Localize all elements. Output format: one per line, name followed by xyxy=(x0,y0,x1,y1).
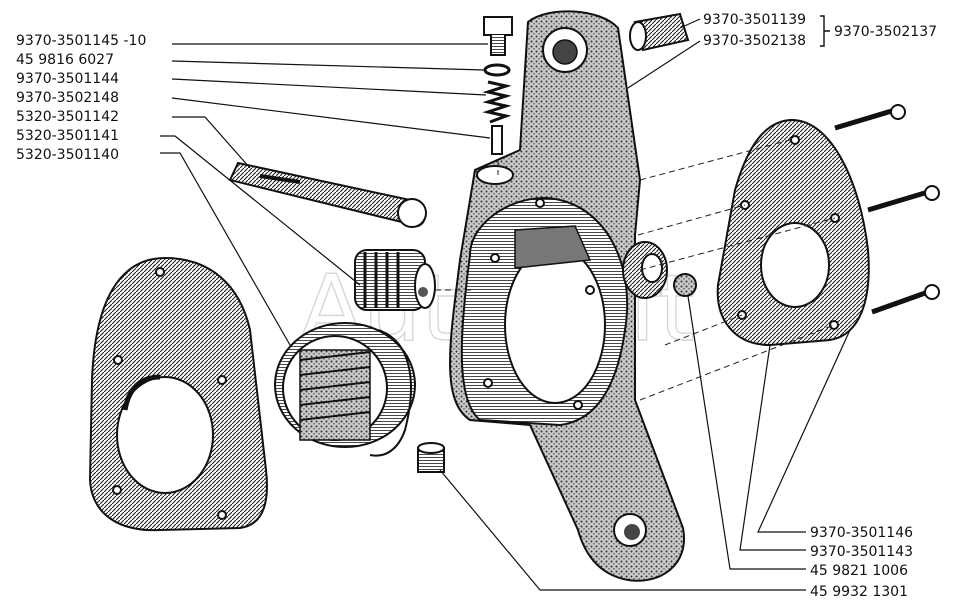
spring xyxy=(482,80,512,124)
part-label: 5320-3501141 xyxy=(16,128,119,144)
labels-top-right: 9370-3501139 9370-3502138 9370-3502137 xyxy=(703,12,937,49)
part-label: 9370-3502148 xyxy=(16,90,119,106)
locking-pin xyxy=(491,125,503,155)
worm-shaft xyxy=(228,161,427,228)
screw-bottom xyxy=(871,284,940,315)
plug xyxy=(417,442,445,473)
part-label: 9370-3501146 xyxy=(810,525,913,541)
washer xyxy=(483,63,511,77)
part-label: 5320-3501142 xyxy=(16,109,119,125)
leader-lines xyxy=(160,15,851,591)
labels-bottom-right: 9370-3501146 9370-3501143 45 9821 1006 4… xyxy=(810,525,913,600)
part-label: 9370-3501143 xyxy=(810,544,913,560)
slack-adjuster-lever-body xyxy=(449,10,686,582)
assembly-dash-lines xyxy=(435,139,836,401)
ball xyxy=(673,273,697,297)
worm-gear-wheel xyxy=(274,322,416,457)
part-label: 5320-3501140 xyxy=(16,147,119,163)
part-label: 45 9821 1006 xyxy=(810,563,908,579)
bushing xyxy=(629,12,690,52)
part-label: 45 9816 6027 xyxy=(16,52,114,68)
worm-gear xyxy=(354,249,436,311)
left-gasket-plate xyxy=(88,256,268,532)
right-gasket-plate xyxy=(716,118,870,347)
part-label: 45 9932 1301 xyxy=(810,584,908,600)
screw-top xyxy=(834,104,906,131)
labels-left: 9370-3501145 -10 45 9816 6027 9370-35011… xyxy=(16,33,146,163)
vent-bolt xyxy=(483,16,513,56)
part-label: 9370-3502138 xyxy=(703,33,806,49)
screw-middle xyxy=(867,185,940,213)
part-label: 9370-3502137 xyxy=(834,24,937,40)
part-label: 9370-3501145 -10 xyxy=(16,33,146,49)
part-label: 9370-3501144 xyxy=(16,71,119,87)
part-label: 9370-3501139 xyxy=(703,12,806,28)
